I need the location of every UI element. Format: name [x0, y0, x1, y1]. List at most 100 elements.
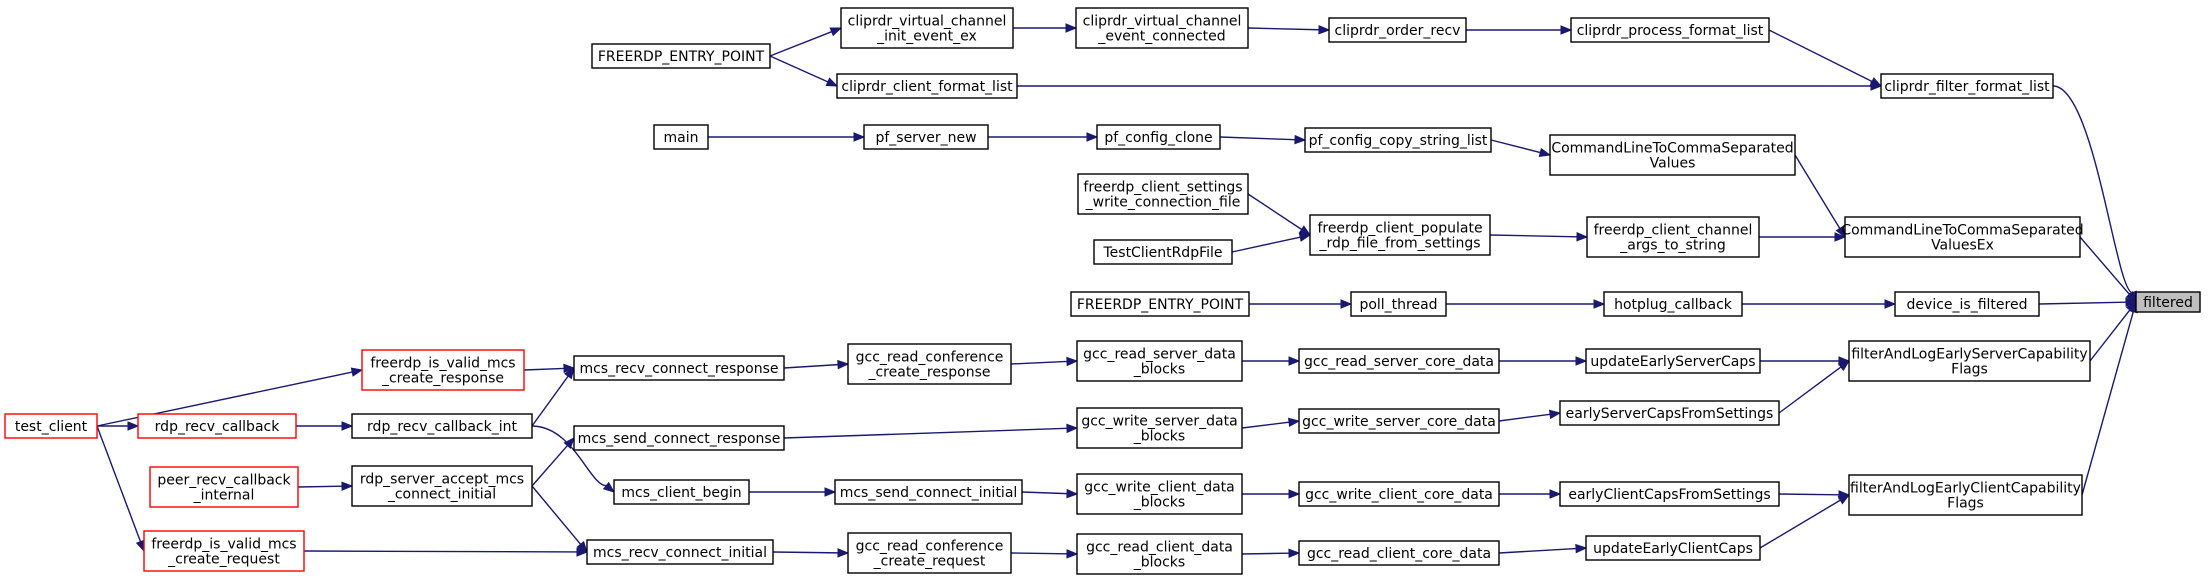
node-box[interactable]: [143, 530, 305, 572]
node-box[interactable]: [1304, 127, 1492, 153]
node-gcc-read-client-core-data[interactable]: gcc_read_client_core_data: [1298, 540, 1500, 566]
node-cliprdr-process-format-list[interactable]: cliprdr_process_format_list: [1570, 17, 1770, 43]
node-freerdp-client-channel-args-to-string[interactable]: freerdp_client_channel_args_to_string: [1586, 216, 1760, 258]
node-box[interactable]: [1070, 291, 1250, 317]
node-box[interactable]: [1076, 533, 1243, 575]
node-box[interactable]: [1559, 400, 1780, 426]
node-cliprdr-client-format-list[interactable]: cliprdr_client_format_list: [836, 73, 1018, 99]
node-early-server-caps-from-settings[interactable]: earlyServerCapsFromSettings: [1559, 400, 1780, 426]
node-early-client-caps-from-settings[interactable]: earlyClientCapsFromSettings: [1559, 481, 1780, 507]
node-box[interactable]: [847, 532, 1012, 574]
node-update-early-client-caps[interactable]: updateEarlyClientCaps: [1585, 535, 1761, 561]
node-gcc-write-client-data-blocks[interactable]: gcc_write_client_data_blocks: [1076, 473, 1243, 515]
node-update-early-server-caps[interactable]: updateEarlyServerCaps: [1585, 348, 1761, 374]
node-box[interactable]: [1585, 535, 1761, 561]
node-gcc-write-server-core-data[interactable]: gcc_write_server_core_data: [1298, 408, 1500, 434]
node-device-is-filtered[interactable]: device_is_filtered: [1894, 291, 2040, 317]
node-box[interactable]: [1350, 291, 1447, 317]
node-box[interactable]: [1076, 407, 1243, 449]
node-box[interactable]: [351, 465, 533, 507]
node-box[interactable]: [591, 43, 771, 69]
node-box[interactable]: [1880, 73, 2054, 99]
node-test-client-rdp-file[interactable]: TestClientRdpFile: [1093, 239, 1233, 265]
node-box[interactable]: [1298, 540, 1500, 566]
node-box[interactable]: [613, 479, 750, 505]
node-freerdp-client-populate-rdp-file-from-settings[interactable]: freerdp_client_populate_rdp_file_from_se…: [1309, 214, 1491, 256]
node-gcc-write-server-data-blocks[interactable]: gcc_write_server_data_blocks: [1076, 407, 1243, 449]
node-cliprdr-virtual-channel-init-event-ex[interactable]: cliprdr_virtual_channel_init_event_ex: [840, 7, 1014, 49]
node-pf-config-copy-string-list[interactable]: pf_config_copy_string_list: [1304, 127, 1492, 153]
node-box[interactable]: [1848, 474, 2083, 516]
node-box[interactable]: [1309, 214, 1491, 256]
node-mcs-send-connect-initial[interactable]: mcs_send_connect_initial: [834, 479, 1023, 505]
node-box[interactable]: [149, 466, 299, 508]
node-box[interactable]: [573, 355, 785, 381]
node-test-client[interactable]: test_client: [4, 413, 98, 439]
node-box[interactable]: [1298, 408, 1500, 434]
node-box[interactable]: [1096, 124, 1221, 150]
node-filtered[interactable]: filtered: [2135, 291, 2201, 313]
node-box[interactable]: [653, 124, 709, 150]
node-box[interactable]: [1298, 348, 1500, 374]
node-box[interactable]: [1844, 216, 2081, 258]
node-box[interactable]: [2135, 291, 2201, 313]
node-box[interactable]: [573, 425, 785, 451]
node-box[interactable]: [1076, 340, 1243, 382]
node-box[interactable]: [1076, 473, 1243, 515]
node-peer-recv-callback-internal[interactable]: peer_recv_callback_internal: [149, 466, 299, 508]
node-box[interactable]: [4, 413, 98, 439]
node-gcc-read-server-core-data[interactable]: gcc_read_server_core_data: [1298, 348, 1500, 374]
node-pf-config-clone[interactable]: pf_config_clone: [1096, 124, 1221, 150]
node-box[interactable]: [1570, 17, 1770, 43]
node-rdp-server-accept-mcs-connect-initial[interactable]: rdp_server_accept_mcs_connect_initial: [351, 465, 533, 507]
node-gcc-write-client-core-data[interactable]: gcc_write_client_core_data: [1298, 481, 1500, 507]
node-box[interactable]: [1093, 239, 1233, 265]
node-box[interactable]: [1075, 7, 1249, 49]
node-hotplug-callback[interactable]: hotplug_callback: [1603, 291, 1743, 317]
node-cliprdr-order-recv[interactable]: cliprdr_order_recv: [1328, 17, 1467, 43]
node-box[interactable]: [361, 349, 525, 391]
node-freerdp-is-valid-mcs-create-response[interactable]: freerdp_is_valid_mcs_create_response: [361, 349, 525, 391]
node-freerdp-entry-point-1[interactable]: FREERDP_ENTRY_POINT: [591, 43, 771, 69]
node-rdp-recv-callback[interactable]: rdp_recv_callback: [137, 413, 297, 439]
node-box[interactable]: [863, 124, 989, 150]
node-box[interactable]: [586, 539, 774, 565]
node-box[interactable]: [1586, 216, 1760, 258]
node-mcs-recv-connect-initial[interactable]: mcs_recv_connect_initial: [586, 539, 774, 565]
node-freerdp-is-valid-mcs-create-request[interactable]: freerdp_is_valid_mcs_create_request: [143, 530, 305, 572]
node-gcc-read-conference-create-request[interactable]: gcc_read_conference_create_request: [847, 532, 1012, 574]
node-box[interactable]: [847, 343, 1012, 385]
node-cliprdr-virtual-channel-event-connected[interactable]: cliprdr_virtual_channel_event_connected: [1075, 7, 1249, 49]
node-main[interactable]: main: [653, 124, 709, 150]
node-box[interactable]: [1894, 291, 2040, 317]
node-box[interactable]: [1549, 134, 1796, 176]
node-box[interactable]: [351, 413, 533, 439]
node-box[interactable]: [1848, 340, 2091, 382]
node-box[interactable]: [1298, 481, 1500, 507]
node-box[interactable]: [840, 7, 1014, 49]
node-box[interactable]: [1603, 291, 1743, 317]
node-gcc-read-server-data-blocks[interactable]: gcc_read_server_data_blocks: [1076, 340, 1243, 382]
node-gcc-read-conference-create-response[interactable]: gcc_read_conference_create_response: [847, 343, 1012, 385]
node-freerdp-entry-point-2[interactable]: FREERDP_ENTRY_POINT: [1070, 291, 1250, 317]
node-mcs-client-begin[interactable]: mcs_client_begin: [613, 479, 750, 505]
node-poll-thread[interactable]: poll_thread: [1350, 291, 1447, 317]
node-box[interactable]: [1077, 173, 1249, 215]
node-rdp-recv-callback-int[interactable]: rdp_recv_callback_int: [351, 413, 533, 439]
node-box[interactable]: [834, 479, 1023, 505]
node-freerdp-client-settings-write-connection-file[interactable]: freerdp_client_settings_write_connection…: [1077, 173, 1249, 215]
node-pf-server-new[interactable]: pf_server_new: [863, 124, 989, 150]
node-box[interactable]: [836, 73, 1018, 99]
node-box[interactable]: [1585, 348, 1761, 374]
node-box[interactable]: [137, 413, 297, 439]
node-mcs-send-connect-response[interactable]: mcs_send_connect_response: [573, 425, 785, 451]
node-mcs-recv-connect-response[interactable]: mcs_recv_connect_response: [573, 355, 785, 381]
node-box[interactable]: [1559, 481, 1780, 507]
node-gcc-read-client-data-blocks[interactable]: gcc_read_client_data_blocks: [1076, 533, 1243, 575]
node-box[interactable]: [1328, 17, 1467, 43]
node-cliprdr-filter-format-list[interactable]: cliprdr_filter_format_list: [1880, 73, 2054, 99]
